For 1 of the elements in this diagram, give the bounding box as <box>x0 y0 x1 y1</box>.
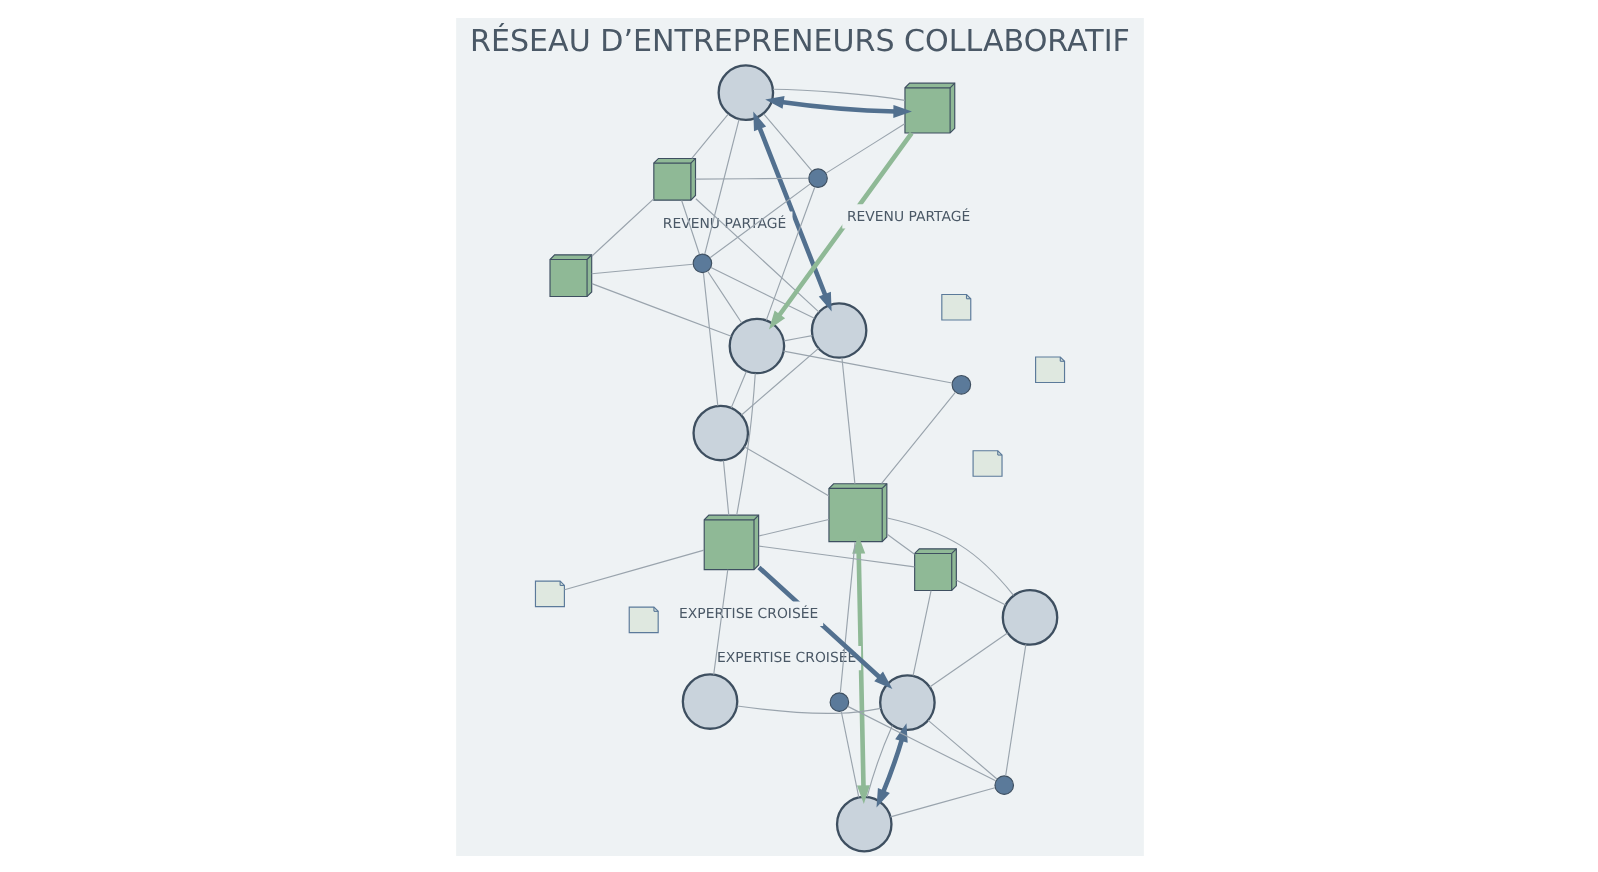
diagram-title: RÉSEAU D’ENTREPRENEURS COLLABORATIF <box>469 22 1129 59</box>
